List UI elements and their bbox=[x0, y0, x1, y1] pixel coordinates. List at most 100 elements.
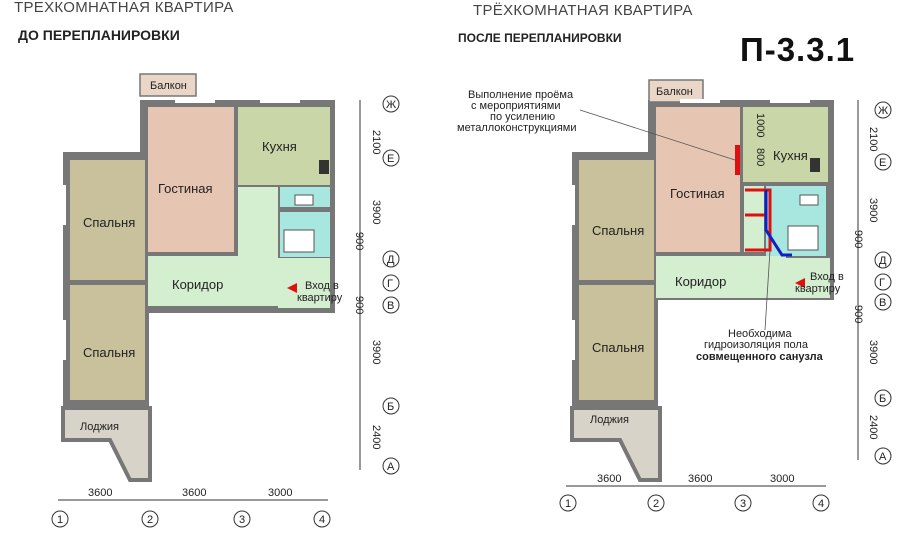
note-opening-line4: металлоконструкциями bbox=[457, 122, 577, 134]
right-toilet bbox=[799, 194, 819, 206]
right-dim-v4: 900 bbox=[852, 305, 864, 323]
right-axis-numbers: 1 2 3 4 bbox=[559, 494, 830, 512]
right-title: ТРЁХКОМНАТНАЯ КВАРТИРА bbox=[473, 2, 693, 19]
left-axis-letters: Ж Е Д Г В Б А bbox=[382, 95, 400, 475]
left-label-corridor: Коридор bbox=[172, 277, 223, 292]
right-stove bbox=[810, 158, 820, 172]
left-stove bbox=[319, 160, 329, 174]
right-entrance-line2: квартиру bbox=[795, 283, 841, 295]
left-axis-numbers: 1 2 3 4 bbox=[51, 510, 331, 528]
left-dim-v6: 2400 bbox=[370, 425, 382, 449]
left-axis-1: 1 bbox=[57, 514, 63, 526]
right-axis-g: Г bbox=[879, 277, 885, 289]
right-loggia bbox=[570, 406, 662, 482]
left-axis-d: Д bbox=[387, 254, 395, 266]
left-window2 bbox=[260, 99, 300, 103]
left-label-living: Гостиная bbox=[158, 181, 213, 196]
right-window2 bbox=[770, 99, 810, 103]
note-opening-line1: Выполнение проёма bbox=[468, 89, 574, 101]
right-label-balcony: Балкон bbox=[656, 86, 693, 98]
right-dim-h1: 3600 bbox=[597, 473, 621, 485]
left-loggia bbox=[61, 406, 152, 482]
left-label-loggia: Лоджия bbox=[80, 421, 119, 433]
left-axis-2: 2 bbox=[147, 514, 153, 526]
left-label-kitchen: Кухня bbox=[262, 139, 297, 154]
note-waterproof-bold: совмещенного санузла bbox=[696, 351, 824, 363]
right-dim-h3: 3000 bbox=[770, 473, 794, 485]
right-plan: Спальня Спальня Гостиная Кухня Коридор Л… bbox=[457, 79, 892, 512]
left-axis-e: Е bbox=[387, 153, 394, 165]
note-opening-line2: с мероприятиями bbox=[471, 100, 561, 112]
left-axis-a: А bbox=[387, 461, 395, 473]
left-dim-h1: 3600 bbox=[88, 487, 112, 499]
right-axis-1: 1 bbox=[565, 498, 571, 510]
right-bedroom1 bbox=[579, 160, 654, 280]
right-hall bbox=[744, 186, 764, 252]
right-axis-d: Д bbox=[879, 255, 887, 267]
project-code: П-3.3.1 bbox=[740, 31, 856, 68]
right-axis-2: 2 bbox=[653, 498, 659, 510]
note-waterproof-line2: гидроизоляция пола bbox=[704, 339, 809, 351]
left-window4 bbox=[62, 320, 66, 360]
left-bathtub bbox=[283, 229, 315, 253]
right-dim-v3: 900 bbox=[852, 230, 864, 248]
right-label-bedroom1: Спальня bbox=[592, 223, 644, 238]
left-dim-v5: 3900 bbox=[370, 340, 382, 364]
right-dim-v2: 3900 bbox=[867, 198, 879, 222]
left-axis-4: 4 bbox=[319, 514, 325, 526]
left-hall bbox=[238, 187, 278, 257]
note-opening-line3: по усилению bbox=[490, 111, 555, 123]
right-label-corridor: Коридор bbox=[675, 274, 726, 289]
right-window1 bbox=[680, 99, 720, 103]
left-axis-b: Б bbox=[387, 401, 394, 413]
left-dim-v4: 900 bbox=[353, 296, 365, 314]
left-dim-v3: 900 bbox=[353, 232, 365, 250]
left-label-balcony: Балкон bbox=[150, 80, 187, 92]
right-living bbox=[656, 107, 740, 252]
right-entrance-line1: Вход в bbox=[810, 271, 844, 283]
right-axis-3: 3 bbox=[740, 498, 746, 510]
left-subtitle: ДО ПЕРЕПЛАНИРОВКИ bbox=[18, 27, 180, 43]
right-window4 bbox=[571, 320, 575, 360]
left-bedroom1 bbox=[70, 160, 145, 280]
right-new-partition-red bbox=[745, 188, 772, 252]
note-opening-leader bbox=[579, 109, 736, 161]
right-opening-dim1: 1000 bbox=[754, 113, 766, 137]
right-label-loggia: Лоджия bbox=[590, 414, 629, 426]
left-entrance-line1: Вход в bbox=[305, 280, 339, 292]
left-living bbox=[148, 107, 234, 252]
right-axis-b: Б bbox=[879, 393, 886, 405]
left-axis-v: В bbox=[387, 300, 394, 312]
left-kitchen bbox=[238, 107, 330, 185]
right-label-living: Гостиная bbox=[670, 186, 725, 201]
right-opening-red bbox=[735, 145, 740, 175]
right-label-kitchen: Кухня bbox=[773, 148, 808, 163]
right-label-bedroom2: Спальня bbox=[592, 340, 644, 355]
right-axis-letters: Ж Е Д Г В Б А bbox=[874, 101, 892, 465]
left-dim-h3: 3000 bbox=[268, 487, 292, 499]
note-waterproof-line1: Необходима bbox=[728, 328, 792, 340]
right-bathtub bbox=[787, 225, 819, 251]
right-balcony bbox=[648, 79, 704, 103]
left-entrance-arrow bbox=[287, 283, 297, 293]
left-balcony bbox=[139, 73, 197, 97]
left-window3 bbox=[62, 185, 66, 225]
left-entry bbox=[278, 258, 330, 308]
left-entrance-line2: квартиру bbox=[297, 292, 343, 304]
right-dim-v1: 2100 bbox=[867, 127, 879, 151]
right-axis-a: А bbox=[879, 451, 887, 463]
right-waterproof-blue bbox=[764, 190, 792, 257]
right-dim-h2: 3600 bbox=[688, 473, 712, 485]
right-dim-v5: 3900 bbox=[867, 340, 879, 364]
right-bedroom2 bbox=[579, 285, 654, 400]
right-subtitle: ПОСЛЕ ПЕРЕПЛАНИРОВКИ bbox=[458, 31, 622, 45]
left-corridor bbox=[148, 256, 278, 306]
right-opening-dim2: 800 bbox=[754, 148, 766, 166]
right-corridor bbox=[656, 256, 786, 298]
right-axis-zh: Ж bbox=[878, 105, 888, 117]
right-entrance-arrow bbox=[795, 278, 805, 288]
right-entry bbox=[786, 258, 830, 298]
right-dim-v6: 2400 bbox=[867, 415, 879, 439]
note-waterproof-leader bbox=[764, 249, 771, 331]
left-bedroom2 bbox=[70, 285, 145, 400]
